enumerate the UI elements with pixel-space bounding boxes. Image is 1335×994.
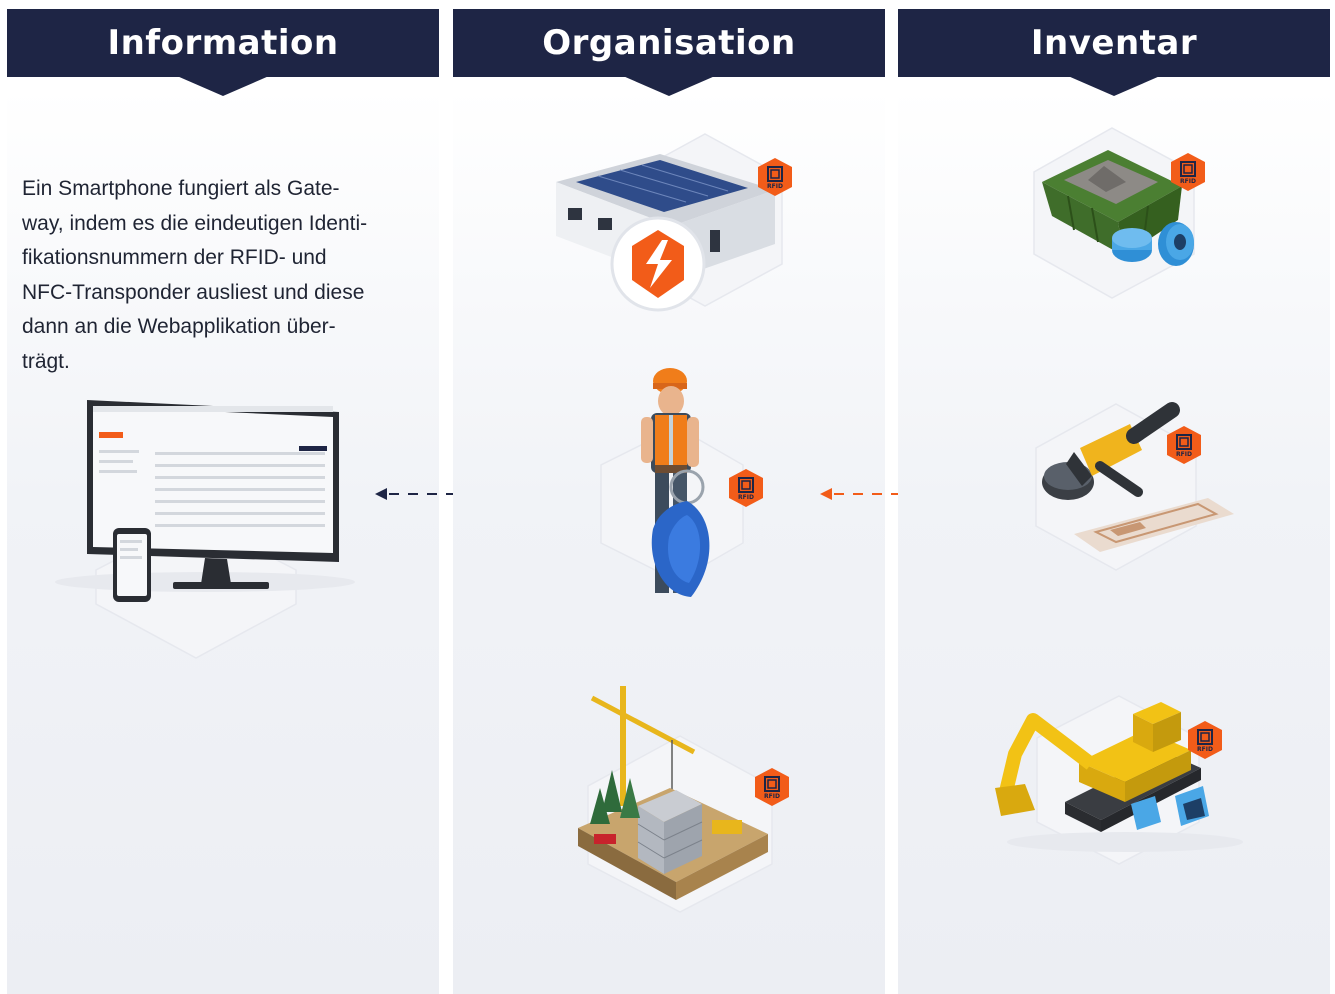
column-header: Information	[7, 9, 439, 77]
warehouse-illustration	[550, 132, 790, 322]
description-line: Ein Smartphone fungiert als Gate-	[22, 177, 340, 200]
description-line: NFC-Transponder ausliest und diese	[22, 280, 365, 304]
description-line: way, indem es die eindeutigen Identi-	[22, 211, 368, 235]
rfid-badge: RFID	[753, 767, 791, 807]
rfid-badge-label: RFID	[738, 494, 754, 501]
monitor-icon	[87, 400, 339, 589]
header-pointer	[177, 76, 269, 96]
rfid-badge: RFID	[1169, 152, 1207, 192]
description-line: dann an die Webapplikation über-	[22, 315, 336, 338]
rfid-badge: RFID	[1186, 720, 1224, 760]
rfid-label-icon	[1074, 498, 1234, 552]
construction-site-illustration	[572, 678, 792, 914]
angle-grinder-icon	[1042, 402, 1180, 500]
rfid-badge-label: RFID	[767, 183, 783, 190]
rfid-badge: RFID	[1165, 425, 1203, 465]
skip-container-icon	[1042, 150, 1182, 256]
warehouse-icon	[556, 154, 775, 280]
app-logo-icon	[610, 216, 706, 312]
description-line: trägt.	[22, 349, 70, 373]
rfid-badge-label: RFID	[1180, 178, 1196, 185]
column-header: Organisation	[453, 9, 885, 77]
excavator-icon	[995, 702, 1201, 832]
angle-grinder-illustration	[1030, 396, 1240, 576]
rfid-badge-label: RFID	[764, 793, 780, 800]
keyfob-icon	[651, 469, 710, 597]
construction-site-icon	[578, 770, 768, 900]
rfid-badge: RFID	[756, 157, 794, 197]
column-title: Inventar	[1030, 23, 1198, 63]
rfid-tag-icon	[1112, 222, 1194, 266]
rfid-badge: RFID	[727, 468, 765, 508]
column-information: Information	[7, 0, 439, 994]
worker-illustration	[595, 365, 775, 610]
rfid-badge-label: RFID	[1176, 451, 1192, 458]
smartphone-icon	[113, 528, 151, 602]
description-line: fikationsnummern der RFID- und	[22, 246, 327, 269]
column-title: Information	[107, 23, 339, 63]
crane-icon	[590, 686, 696, 806]
excavator-illustration	[995, 692, 1245, 870]
column-title: Organisation	[542, 23, 796, 63]
rfid-badge-label: RFID	[1197, 746, 1213, 753]
skip-container-illustration	[1028, 126, 1228, 301]
header-pointer	[1068, 76, 1160, 96]
monitor-illustration	[55, 390, 365, 660]
column-header: Inventar	[898, 9, 1330, 77]
description-text: Ein Smartphone fungiert als Gate- way, i…	[22, 172, 427, 379]
header-pointer	[623, 76, 715, 96]
rfid-tag-icon	[1131, 786, 1209, 830]
